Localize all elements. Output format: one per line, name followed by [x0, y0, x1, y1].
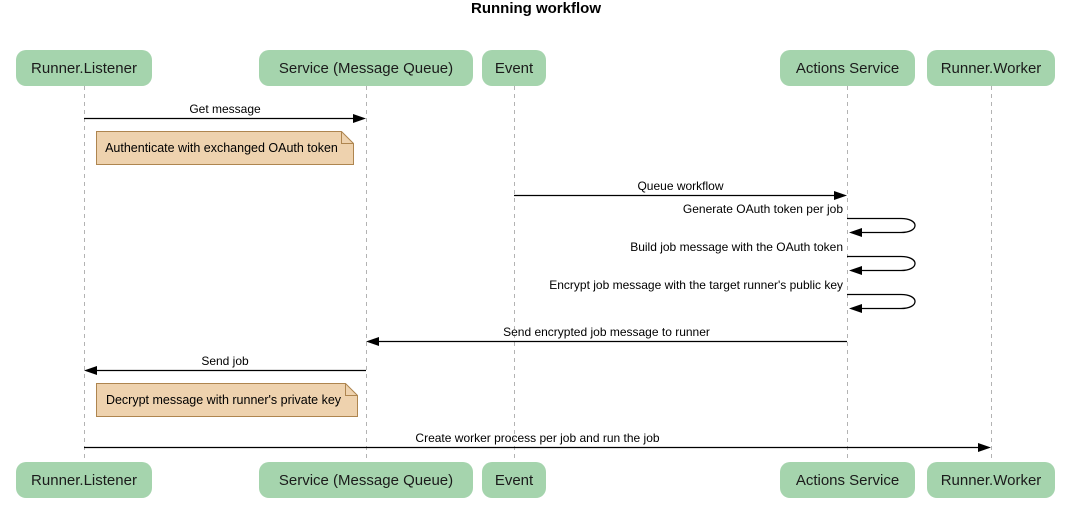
- participant-actions-service-top: Actions Service: [780, 50, 915, 86]
- note-shape-decrypt: [96, 383, 358, 417]
- arrowhead-left-icon: [849, 228, 862, 237]
- self-loop-generate-oauth-token: [847, 217, 916, 237]
- arrow-queue-workflow: [514, 191, 847, 200]
- participant-runner-listener-top: Runner.Listener: [16, 50, 152, 86]
- arrowhead-right-icon: [834, 191, 847, 200]
- self-loop-build-job-message: [847, 255, 916, 275]
- message-label-build-job-message: Build job message with the OAuth token: [630, 240, 843, 254]
- participant-service-bottom: Service (Message Queue): [259, 462, 473, 498]
- arrow-send-job: [84, 366, 366, 375]
- message-label-get-message: Get message: [189, 102, 261, 116]
- participant-service-top: Service (Message Queue): [259, 50, 473, 86]
- message-label-queue-workflow: Queue workflow: [637, 179, 724, 193]
- participant-event-top: Event: [482, 50, 546, 86]
- arrowhead-left-icon: [84, 366, 97, 375]
- message-label-create-worker-process: Create worker process per job and run th…: [415, 431, 660, 445]
- message-label-encrypt-job-message: Encrypt job message with the target runn…: [549, 278, 843, 292]
- note-fold-icon: [345, 383, 358, 396]
- note-shape-authenticate: [96, 131, 354, 165]
- arrow-get-message: [84, 114, 366, 123]
- participant-runner-worker-top: Runner.Worker: [927, 50, 1055, 86]
- arrow-create-worker-process: [84, 443, 991, 452]
- message-label-generate-oauth-token: Generate OAuth token per job: [682, 202, 843, 216]
- message-label-send-job: Send job: [201, 354, 249, 368]
- message-label-send-encrypted-job-message: Send encrypted job message to runner: [503, 325, 710, 339]
- note-fold-icon: [341, 131, 354, 144]
- participant-event-bottom: Event: [482, 462, 546, 498]
- participant-runner-listener-bottom: Runner.Listener: [16, 462, 152, 498]
- participant-actions-service-bottom: Actions Service: [780, 462, 915, 498]
- participant-runner-worker-bottom: Runner.Worker: [927, 462, 1055, 498]
- arrowhead-left-icon: [366, 337, 379, 346]
- self-loop-encrypt-job-message: [847, 293, 916, 313]
- diagram-title: Running workflow: [471, 0, 601, 17]
- arrowhead-right-icon: [353, 114, 366, 123]
- arrowhead-left-icon: [849, 266, 862, 275]
- note-decrypt: Decrypt message with runner's private ke…: [105, 393, 342, 407]
- note-authenticate: Authenticate with exchanged OAuth token: [105, 141, 338, 155]
- arrowhead-right-icon: [978, 443, 991, 452]
- arrowhead-left-icon: [849, 304, 862, 313]
- lifelines: [84, 86, 992, 462]
- arrow-send-encrypted-job-message: [366, 337, 847, 346]
